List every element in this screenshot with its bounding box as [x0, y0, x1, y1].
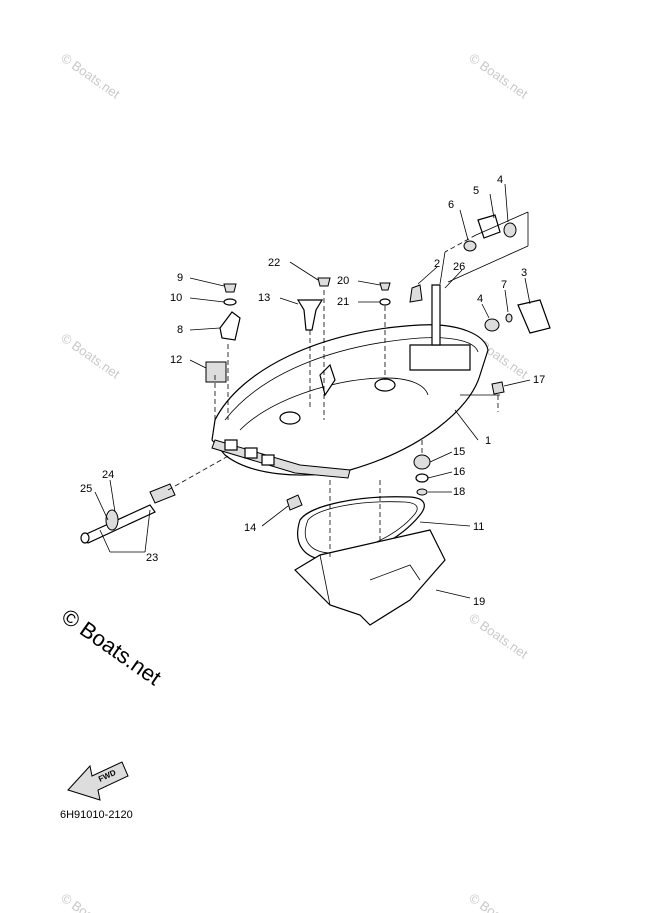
callout-4a: 4 — [497, 174, 503, 186]
watermark-bottom-right: © Boats.net — [466, 890, 531, 913]
bottom-cover — [294, 529, 446, 626]
callout-11: 11 — [473, 521, 484, 533]
fwd-arrow: FWD — [67, 761, 129, 801]
callout-12: 12 — [170, 354, 182, 366]
callout-25: 25 — [80, 483, 92, 495]
callout-26: 26 — [453, 261, 465, 273]
watermark-lower-right: © Boats.net — [466, 610, 531, 662]
lever-assembly — [80, 483, 176, 544]
watermark-top-left: © Boats.net — [58, 50, 123, 102]
callout-8: 8 — [177, 324, 183, 336]
diagram-code: 6H91010-2120 — [60, 809, 133, 821]
callout-9: 9 — [177, 272, 183, 284]
callout-6: 6 — [448, 199, 454, 211]
callout-23: 23 — [146, 552, 158, 564]
callout-17: 17 — [533, 374, 545, 386]
callouts: 1 2 3 4 4 5 6 7 8 9 10 11 12 13 14 15 16… — [80, 174, 545, 608]
callout-21: 21 — [337, 296, 349, 308]
callout-10: 10 — [170, 292, 182, 304]
watermarks: © Boats.net © Boats.net © Boats.net © Bo… — [57, 50, 531, 913]
watermark-bottom-left: © Boats.net — [58, 890, 123, 913]
watermark-mid-left: © Boats.net — [58, 330, 123, 382]
watermark-top-right: © Boats.net — [466, 50, 531, 102]
callout-20: 20 — [337, 275, 349, 287]
callout-19: 19 — [473, 596, 485, 608]
small-parts-lower — [286, 381, 505, 511]
callout-15: 15 — [453, 446, 465, 458]
callout-18: 18 — [453, 486, 465, 498]
callout-13: 13 — [258, 292, 270, 304]
leader-lines — [94, 183, 531, 599]
seal-gasket — [297, 496, 425, 561]
callout-14: 14 — [244, 522, 256, 534]
callout-5: 5 — [473, 185, 479, 197]
callout-2: 2 — [434, 258, 440, 270]
callout-16: 16 — [453, 466, 465, 478]
callout-7: 7 — [501, 279, 507, 291]
callout-24: 24 — [102, 469, 114, 481]
callout-22: 22 — [268, 257, 280, 269]
bottom-cowling — [211, 324, 489, 479]
watermark-large: © Boats.net — [57, 604, 166, 691]
callout-1: 1 — [485, 435, 491, 447]
callout-3: 3 — [521, 267, 527, 279]
callout-4b: 4 — [477, 293, 483, 305]
